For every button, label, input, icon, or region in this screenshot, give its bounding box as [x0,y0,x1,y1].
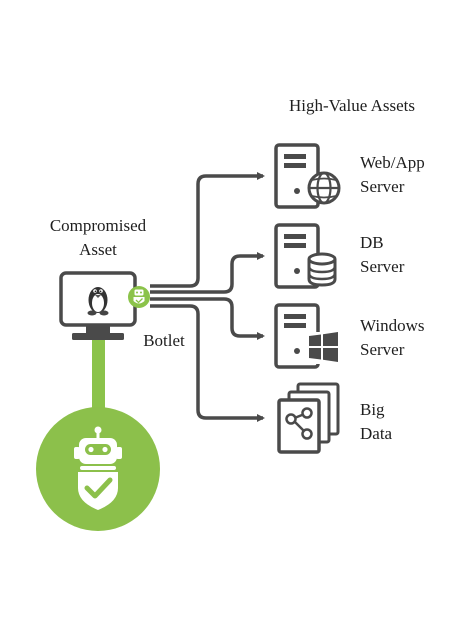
compromised-asset-label-line1: Compromised [50,216,147,235]
web-app-server-label-line2: Server [360,177,405,196]
linux-monitor-icon [59,271,137,340]
db-server-label-line1: DB [360,233,384,252]
defender-connector [92,336,105,416]
globe-icon [307,171,341,205]
share-network-icon [285,407,313,440]
windows-server-icon [274,303,339,369]
database-icon [307,252,337,287]
arrow-to-web-app-server [150,172,265,288]
db-server-label-line2: Server [360,257,405,276]
big-data-label-line1: Big [360,400,385,419]
big-data-icon [277,382,340,454]
high-value-assets-title: High-Value Assets [289,96,415,115]
web-app-server-icon [274,143,341,209]
db-server-icon [274,223,337,289]
connector-arrows [150,172,265,422]
arrow-to-db-server [150,252,265,294]
botlet-label: Botlet [143,331,185,350]
windows-server-label-line2: Server [360,340,405,359]
robot-shield-icon [36,407,160,531]
windows-logo-icon [306,332,339,364]
web-app-server-label-line1: Web/App [360,153,425,172]
windows-server-label-line1: Windows [360,316,424,335]
compromised-asset-label-line2: Asset [79,240,117,259]
arrow-to-big-data [150,304,265,422]
botlet-icon [128,286,150,308]
arrow-to-windows-server [150,297,265,340]
big-data-label-line2: Data [360,424,393,443]
linux-penguin-icon [87,287,109,316]
